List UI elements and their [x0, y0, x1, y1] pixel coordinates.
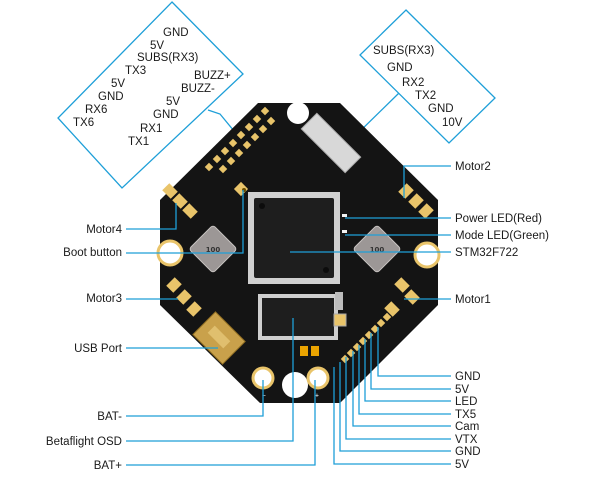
top-left-callout-box: GND 5V SUBS(RX3) TX3 5V GND RX6 TX6 BUZZ… — [57, 1, 249, 189]
motor4-pad-1 — [162, 183, 178, 199]
pin-label-rx6: RX6 — [85, 104, 107, 116]
label-bat-minus: BAT- — [97, 411, 122, 423]
label-motor3: Motor3 — [86, 293, 122, 305]
top-right-box-outline — [359, 9, 496, 144]
pin-label-subs-rx3: SUBS(RX3) — [137, 52, 199, 64]
label-pin-led: LED — [455, 396, 477, 408]
leader-motor2 — [403, 165, 451, 198]
label-boot-button: Boot button — [63, 247, 122, 259]
mount-hole-top — [287, 102, 309, 124]
leader-pin-5v-2 — [333, 367, 451, 465]
leader-pin-5v-1 — [370, 333, 451, 390]
pin-label-5v-3: 5V — [166, 96, 180, 108]
pin-label-gnd-2: GND — [98, 91, 124, 103]
label-pin-5v-1: 5V — [455, 384, 469, 396]
leader-betaflight-osd — [126, 318, 294, 442]
pin-label-tx3: TX3 — [125, 65, 146, 77]
label-bat-plus: BAT+ — [94, 460, 123, 472]
label-mode-led: Mode LED(Green) — [455, 230, 549, 242]
conn-label-subs-rx3: SUBS(RX3) — [373, 45, 435, 57]
motor4-pad-3 — [182, 203, 198, 219]
leader-pin-gnd-2 — [339, 362, 451, 452]
leader-pin-vtx — [345, 357, 451, 440]
stm32-mcu-chip — [248, 192, 340, 284]
motor3-pad-2 — [176, 289, 192, 305]
label-pin-gnd-1: GND — [455, 371, 481, 383]
conn-label-gnd-2: GND — [428, 103, 454, 115]
capacitor-1 — [300, 346, 308, 356]
motor1-pad-3 — [384, 301, 400, 317]
leader-boot-button — [126, 190, 244, 254]
mount-hole-bottom — [282, 372, 308, 398]
label-motor4: Motor4 — [86, 224, 122, 236]
inductor-right-text: 100 — [370, 246, 385, 254]
motor4-pad-2 — [172, 193, 188, 209]
motor2-pad-3 — [418, 203, 434, 219]
label-pin-vtx: VTX — [455, 434, 478, 446]
inductor-left-text: 100 — [206, 246, 221, 254]
conn-label-gnd-1: GND — [387, 62, 413, 74]
label-pin-tx5: TX5 — [455, 409, 476, 421]
leader-pin-gnd-1 — [377, 327, 451, 377]
baro-sensor — [333, 313, 347, 327]
label-usb-port: USB Port — [74, 343, 123, 355]
label-pin-cam: Cam — [455, 421, 479, 433]
inductor-left: 100 — [189, 225, 237, 273]
label-pin-5v-2: 5V — [455, 459, 469, 471]
pin-label-gnd-3: GND — [153, 109, 179, 121]
motor1-pad-2 — [404, 289, 420, 305]
rx2-connector — [300, 112, 362, 174]
bat-minus-silk: − — [262, 393, 266, 399]
power-led — [342, 214, 347, 217]
right-callouts: Motor2 Power LED(Red) Mode LED(Green) ST… — [290, 161, 549, 306]
conn-label-tx2: TX2 — [415, 90, 436, 102]
motor-pads — [162, 183, 434, 317]
label-mcu: STM32F722 — [455, 247, 518, 259]
pin-label-5v-1: 5V — [150, 40, 164, 52]
boot-button — [233, 181, 249, 197]
label-power-led: Power LED(Red) — [455, 213, 542, 225]
label-motor1: Motor1 — [455, 294, 491, 306]
conn-label-rx2: RX2 — [402, 77, 424, 89]
pin-label-buzz-plus: BUZZ+ — [194, 70, 231, 82]
leader-bat-minus — [126, 380, 264, 417]
mode-led — [342, 230, 347, 233]
crystal — [335, 292, 343, 310]
leader-pin-tx5 — [358, 345, 451, 415]
pin-label-tx1: TX1 — [128, 136, 149, 148]
pin-label-rx1: RX1 — [140, 123, 162, 135]
bat-plus-pad — [306, 366, 330, 390]
leader-bat-plus — [126, 380, 316, 466]
flight-controller-board: − + — [156, 102, 441, 403]
conn-label-10v: 10V — [442, 117, 463, 129]
pin-label-buzz-minus: BUZZ- — [181, 83, 215, 95]
label-motor2: Motor2 — [455, 161, 491, 173]
motor2-pad-2 — [408, 193, 424, 209]
pin-label-tx6: TX6 — [73, 117, 94, 129]
label-pin-gnd-2: GND — [455, 446, 481, 458]
bottom-pin-callouts: GND 5V LED TX5 Cam VTX GND 5V — [333, 327, 481, 471]
top-right-callout-box: SUBS(RX3) GND RX2 TX2 GND 10V — [353, 9, 496, 144]
inductor-right: 100 — [353, 225, 401, 273]
usb-port — [192, 311, 246, 365]
motor2-pad-1 — [398, 183, 414, 199]
left-callouts: Motor4 Boot button Motor3 USB Port BAT- … — [46, 190, 316, 472]
leader-pin-led — [364, 339, 451, 402]
top-left-box-outline — [57, 1, 244, 189]
pin-label-gnd-1: GND — [163, 27, 189, 39]
leader-pin-cam — [352, 351, 451, 427]
motor3-pad-1 — [166, 277, 182, 293]
mount-hole-right — [413, 241, 441, 269]
capacitor-2 — [311, 346, 319, 356]
motor1-pad-1 — [394, 277, 410, 293]
motor3-pad-3 — [186, 301, 202, 317]
uart-pad-grid — [204, 106, 276, 174]
leader-motor4 — [126, 203, 177, 230]
pin-label-5v-2: 5V — [111, 78, 125, 90]
bat-plus-silk: + — [315, 393, 319, 399]
label-betaflight-osd: Betaflight OSD — [46, 436, 122, 448]
osd-chip — [258, 294, 338, 340]
